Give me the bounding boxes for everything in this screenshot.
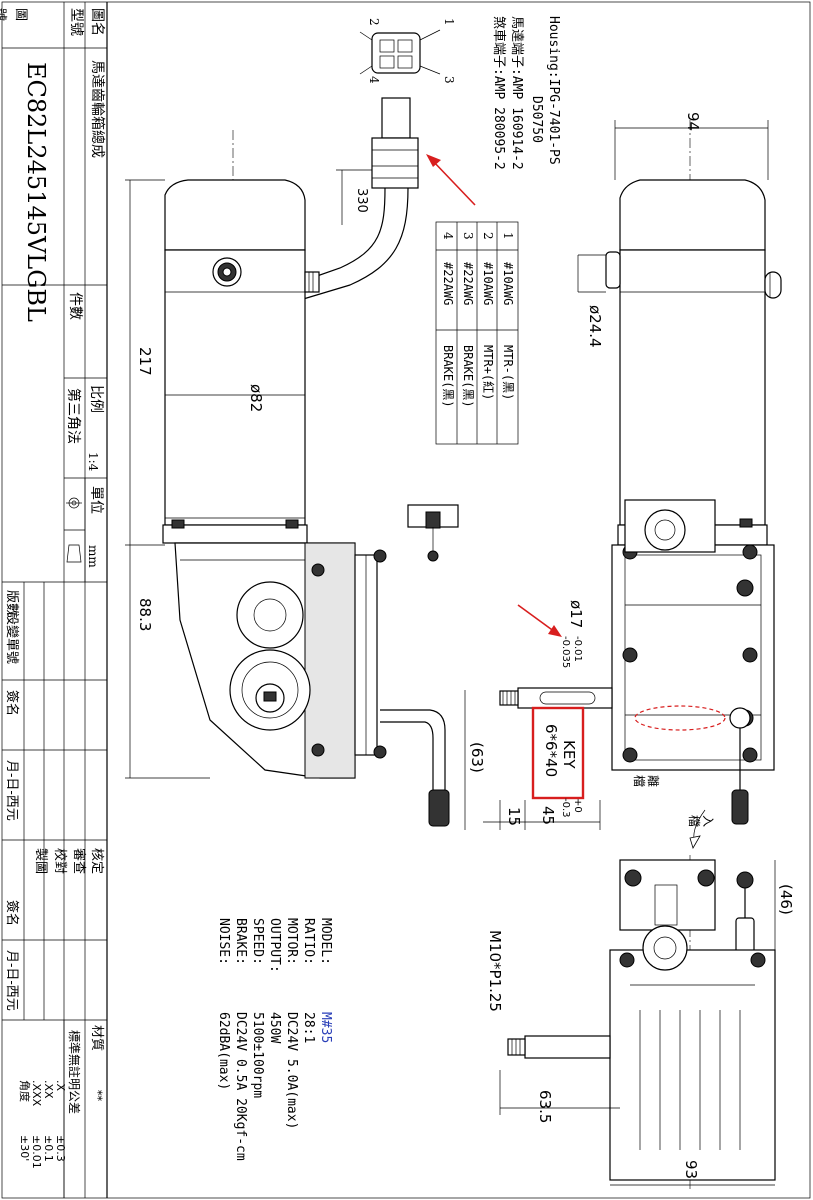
front-view xyxy=(483,120,782,830)
spec-value-model: M#35 xyxy=(318,1012,333,1044)
title-block xyxy=(2,2,108,1198)
wire-gauge-3: #22AWG xyxy=(461,262,475,306)
spec-label-speed: SPEED: xyxy=(250,918,265,965)
connector-motor-terminal: 馬達端子:AMP 160914-2 xyxy=(509,16,524,170)
rev-label-sign: 簽名 xyxy=(4,690,19,717)
dim-shaft-tol-bot: -0.035 xyxy=(560,636,571,669)
dim-94: 94 xyxy=(684,112,702,132)
tolerance-val-angle: ±30' xyxy=(18,1135,31,1162)
connector-pin-2: 2 xyxy=(367,18,381,26)
cable-length-dim: 330 xyxy=(354,188,369,213)
wire-gauge-2: #10AWG xyxy=(481,262,495,306)
connector-pin-3: 3 xyxy=(442,76,456,84)
rev-label-date: 月-日-西元 xyxy=(4,760,19,821)
approval-label-approve: 核定 xyxy=(89,848,104,875)
tolerance-title: 標準無註明公差 xyxy=(67,1030,81,1115)
title-projection: 第三角法 xyxy=(65,388,81,444)
wire-pin-1: 1 xyxy=(501,232,515,240)
key-size: 6*6*40 xyxy=(542,724,560,778)
tolerance-key-angle: 角度 xyxy=(18,1080,31,1102)
dim-93: 93 xyxy=(682,1160,700,1180)
top-view xyxy=(499,855,776,1190)
wire-pin-3: 3 xyxy=(461,232,475,240)
approval-label-draw: 製圖 xyxy=(33,848,48,875)
spec-value-brake: DC24V 0.5A 20Kgf-cm xyxy=(233,1012,248,1161)
dim-24-4: ø24.4 xyxy=(586,305,604,348)
connector-brake-terminal: 煞車端子:AMP 280095-2 xyxy=(491,16,506,170)
approval-sign-label: 簽名 xyxy=(4,900,19,927)
dim-88-3: 88.3 xyxy=(136,598,154,632)
side-view xyxy=(125,130,466,830)
material-value: ** xyxy=(91,1090,104,1101)
wire-func-2: MTR+(紅) xyxy=(481,345,495,401)
title-scale-value: 1:4 xyxy=(86,452,100,472)
tolerance-val-x: ±0.3 xyxy=(54,1135,67,1162)
spec-label-model: MODEL: xyxy=(318,918,333,965)
dim-45-tol-top: +0 xyxy=(572,798,583,813)
dim-45-tol-bot: -0.3 xyxy=(560,798,571,818)
title-drawing-number-label: 圖 號 xyxy=(0,8,28,22)
tolerance-key-xxx: .XXX xyxy=(30,1080,43,1107)
dim-45: 45 xyxy=(539,806,557,826)
wire-table-grid xyxy=(435,221,519,445)
key-highlight-box xyxy=(531,706,585,800)
tolerance-key-x: .X xyxy=(54,1080,67,1092)
dim-shaft-tol-top: -0.01 xyxy=(572,636,583,662)
spec-label-brake: BRAKE: xyxy=(233,918,248,965)
spec-label-ratio: RATIO: xyxy=(301,918,316,965)
key-label: KEY xyxy=(560,740,578,769)
wire-func-1: MTR-(黑) xyxy=(501,345,515,401)
wire-pin-4: 4 xyxy=(441,232,455,240)
title-drawing-name-label: 圖名 xyxy=(89,8,105,36)
tolerance-key-xx: .XX xyxy=(42,1080,55,1099)
wire-gauge-4: #22AWG xyxy=(441,262,455,306)
spec-label-output: OUTPUT: xyxy=(267,918,282,973)
connector-housing-sub: D50750 xyxy=(529,96,544,143)
spec-value-speed: 5100±100rpm xyxy=(250,1012,265,1099)
spec-value-ratio: 28:1 xyxy=(301,1012,316,1044)
dim-shaft-diameter: ø17 xyxy=(567,600,585,629)
red-arrows xyxy=(426,154,562,637)
dim-82: ø82 xyxy=(247,384,265,413)
material-label: 材質 xyxy=(89,1025,104,1052)
dim-thread: M10*P1.25 xyxy=(486,930,504,1012)
approval-date-label: 月-日-西元 xyxy=(4,950,19,1011)
wire-pin-2: 2 xyxy=(481,232,495,240)
dim-63-5: 63.5 xyxy=(536,1090,554,1124)
dim-63: (63) xyxy=(468,742,486,773)
spec-value-noise: 62dBA(max) xyxy=(216,1012,231,1091)
connector-pin-1: 1 xyxy=(442,18,456,26)
release-label: 離 檔 xyxy=(631,775,660,788)
rev-label-ecn: 設變單號 xyxy=(4,612,19,665)
connector-icon xyxy=(299,29,441,301)
spec-label-noise: NOISE: xyxy=(216,918,231,965)
spec-label-motor: MOTOR: xyxy=(284,918,299,965)
title-unit-label: 單位 xyxy=(88,486,104,514)
tolerance-val-xx: ±0.1 xyxy=(42,1135,55,1162)
engage-label: 入 檔 xyxy=(686,815,715,828)
title-unit: mm xyxy=(86,545,100,568)
wire-func-4: BRAKE(黑) xyxy=(441,345,455,408)
title-parts-count-label: 件數 xyxy=(67,292,83,320)
title-model-label: 型號 xyxy=(68,8,84,36)
title-drawing-name: 馬達齒輪箱總成 xyxy=(89,60,105,158)
approval-label-review: 審查 xyxy=(71,848,86,875)
dim-46: (46) xyxy=(777,884,795,915)
spec-value-output: 450W xyxy=(267,1012,282,1044)
wire-func-3: BRAKE(黑) xyxy=(461,345,475,408)
connector-pin-4: 4 xyxy=(367,76,381,84)
dim-15: 15 xyxy=(505,807,523,827)
wire-gauge-1: #10AWG xyxy=(501,262,515,306)
approval-label-check: 校對 xyxy=(52,848,67,875)
spec-value-motor: DC24V 5.0A(max) xyxy=(284,1012,299,1130)
tolerance-val-xxx: ±0.01 xyxy=(30,1135,43,1169)
dim-217: 217 xyxy=(136,347,154,376)
connector-housing: Housing:IPG-7401-PS xyxy=(546,16,561,165)
title-model: EC82L245145VLGBL xyxy=(22,62,50,322)
title-scale-label: 比例 xyxy=(88,385,104,413)
